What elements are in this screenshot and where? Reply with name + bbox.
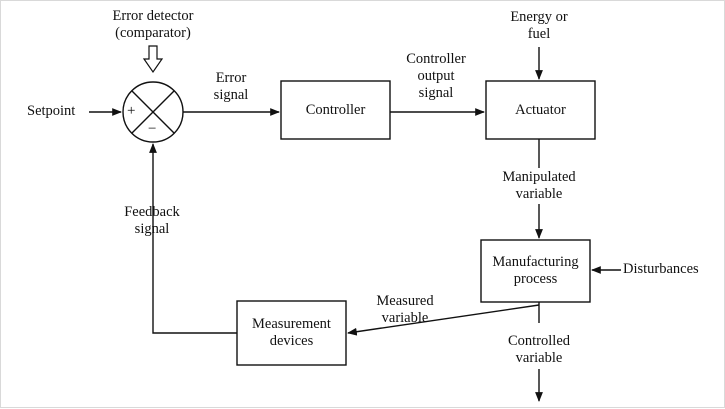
error-signal-label: Error signal <box>213 70 249 103</box>
actuator-label: Actuator <box>515 101 566 118</box>
measurement-devices-label: Measurement devices <box>252 316 331 349</box>
disturbances-label: Disturbances <box>623 261 699 277</box>
error-detector-arrow <box>142 45 164 74</box>
manipulated-variable-label: Manipulated variable <box>502 169 576 202</box>
manufacturing-process-label: Manufacturing process <box>492 254 579 287</box>
energy-or-fuel-label: Energy or fuel <box>510 9 568 42</box>
minus-sign: − <box>148 121 157 137</box>
controller-label: Controller <box>305 101 366 118</box>
measured-variable-arrow <box>347 304 540 336</box>
controller-output-signal-label: Controller output signal <box>406 51 466 101</box>
controller-block <box>280 80 391 140</box>
feedback-signal-line <box>149 143 237 334</box>
measured-variable-label: Measured variable <box>376 293 434 326</box>
plus-sign: + <box>127 103 136 119</box>
error-detector-label: Error detector (comparator) <box>112 8 194 41</box>
controlled-variable-label: Controlled variable <box>507 333 571 366</box>
feedback-signal-label: Feedback signal <box>124 204 180 237</box>
comparator-cross-2 <box>131 90 175 134</box>
manufacturing-process-block <box>480 239 591 303</box>
setpoint-label: Setpoint <box>27 103 76 119</box>
actuator-block <box>485 80 596 140</box>
